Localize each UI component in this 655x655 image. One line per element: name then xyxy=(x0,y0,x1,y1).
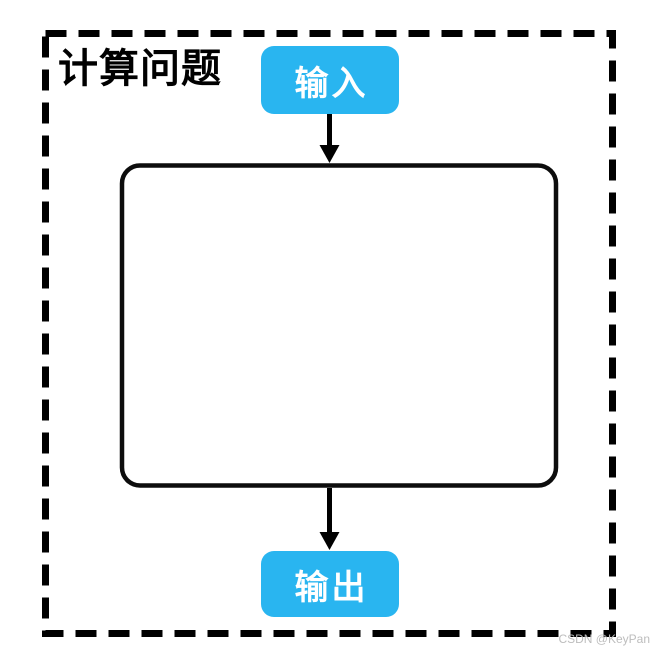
input-node: 输入 xyxy=(261,46,399,114)
arrow-head-icon xyxy=(319,532,340,550)
arrow-input-to-process xyxy=(319,114,340,163)
watermark: CSDN @KeyPan xyxy=(558,632,650,646)
arrow-process-to-output xyxy=(319,488,340,550)
diagram-title: 计算问题 xyxy=(58,47,222,91)
dashed-boundary-box xyxy=(42,30,616,637)
output-node: 输出 xyxy=(261,551,399,617)
process-box xyxy=(119,163,559,488)
arrow-head-icon xyxy=(319,145,340,163)
